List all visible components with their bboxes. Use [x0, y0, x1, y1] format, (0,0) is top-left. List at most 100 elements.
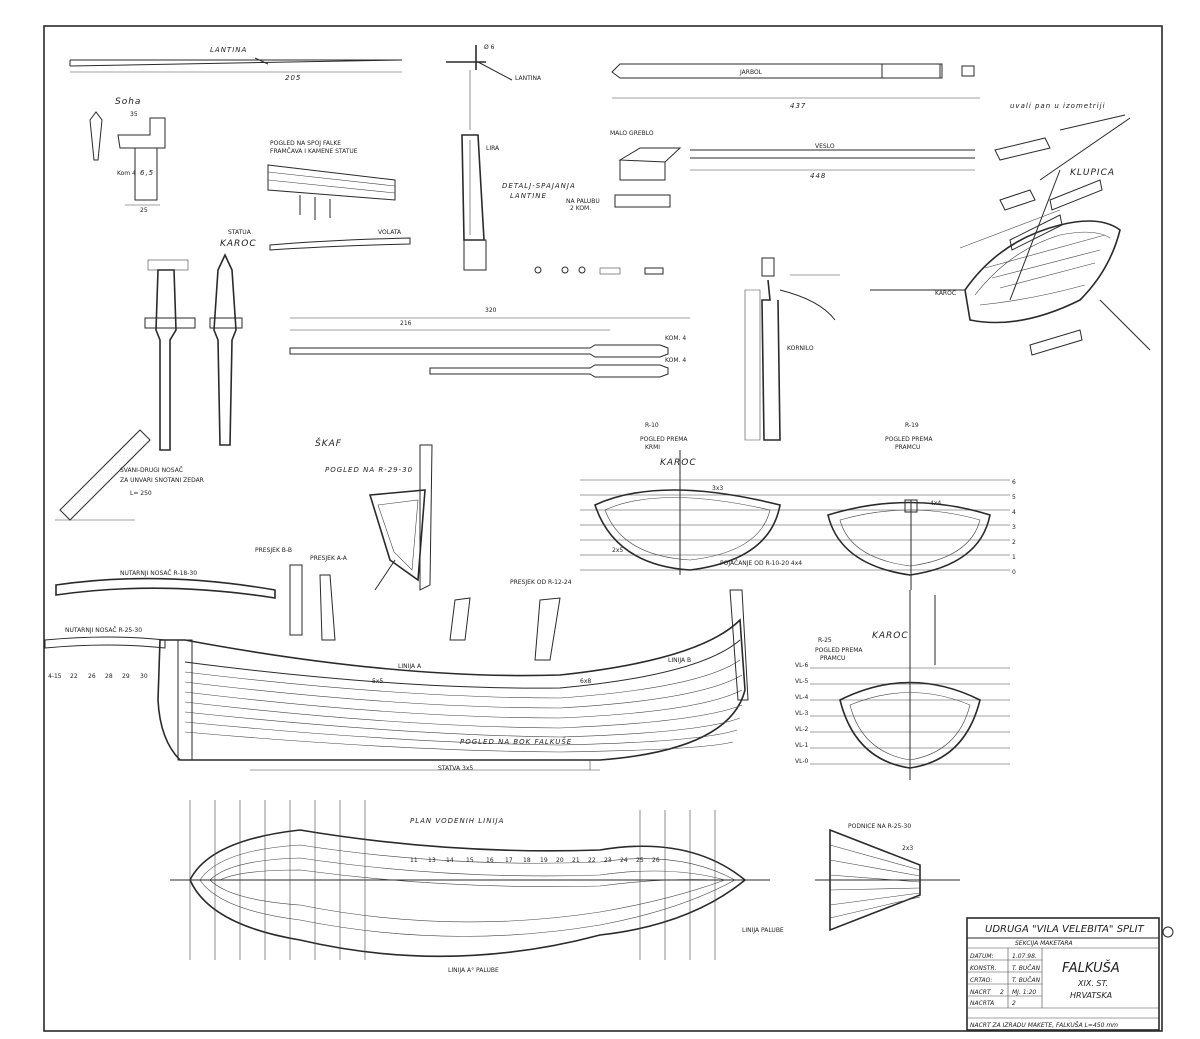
isometric-boat: uvali pan u izometriji KLUPICA KAROC — [870, 102, 1151, 356]
skaf-section: ŠKAF POGLED NA R-29-30 — [315, 437, 433, 591]
station-17: 17 — [505, 857, 513, 864]
vl2: VL-2 — [795, 726, 809, 733]
volata-label: VOLATA — [378, 229, 402, 236]
station-11: 11 — [410, 857, 418, 864]
dim-6x8: 6x8 — [580, 678, 591, 685]
plan-linija-palube-2: LINIJA PALUBE — [742, 927, 784, 934]
soha-detail: Soha 35 6,5 25 Kom 4 — [89, 97, 166, 214]
podnice-label: PODNICE NA R-25-30 — [848, 823, 911, 830]
greblo-label: MALO GREBLO — [610, 130, 654, 137]
iso-caption: uvali pan u izometriji — [1010, 102, 1106, 110]
vl6: VL-6 — [795, 662, 809, 669]
r25-view: POGLED PREMA — [815, 647, 863, 654]
station-18: 18 — [523, 857, 531, 864]
long-oar: 320 216 KOM. 4 KOM. 4 — [289, 307, 690, 378]
statua-label: STATUA — [228, 229, 252, 236]
tb-row3-label: NACRT — [970, 989, 992, 996]
klupica-label: KLUPICA — [1070, 168, 1115, 178]
section-r25: KAROC R-25 POGLED PREMA PRAMCU VL-6 VL-5… — [795, 590, 1010, 780]
station-13: 13 — [428, 857, 436, 864]
side-number-scale: 6 5 4 3 2 1 0 — [1012, 479, 1016, 576]
tb-row0-label: DATUM: — [970, 953, 994, 960]
dim-2x3: 2x3 — [902, 845, 913, 852]
lira-label: LIRA — [486, 145, 500, 152]
pojacanje-label: POJAČANJE OD R-10-20 4x4 — [720, 560, 802, 567]
oar-dim-216: 216 — [400, 320, 412, 327]
sidenum-6: 0 — [1012, 569, 1016, 576]
station-14: 14 — [446, 857, 454, 864]
station-15: 15 — [466, 857, 474, 864]
plan-label: PLAN VODENIH LINIJA — [410, 817, 504, 825]
plan-linija-palube: LINIJA A° PALUBE — [448, 967, 499, 974]
presjek-aa: PRESJEK A-A — [310, 555, 348, 562]
spoj-label: POGLED NA SPOJ FALKE — [270, 140, 341, 147]
spoj-label-2: FRAMČAVA I KAMENE STATUE — [270, 148, 358, 155]
dim-5x5: 5x5 — [372, 678, 383, 685]
tb-row4-value: 2 — [1012, 1000, 1016, 1007]
side-view-falkusa: POGLED NA BOK FALKUŠE LINIJA A LINIJA B … — [157, 589, 749, 772]
tb-row3-value: 2 — [1000, 989, 1004, 996]
presjek-pieces: PRESJEK B-B PRESJEK A-A PRESJEK OD R-12-… — [255, 547, 572, 661]
tb-section: SEKCIJA MAKETARA — [1015, 940, 1073, 947]
oar-kom-b: KOM. 4 — [665, 357, 686, 364]
r19-view: POGLED PREMA — [885, 436, 933, 443]
karoc-label: KAROC — [220, 239, 257, 249]
skaf-label: ŠKAF — [315, 437, 342, 449]
linija-b: LINIJA B — [668, 657, 691, 664]
misc-dimensions: 3x3 2x5 4x4 2x3 6x8 5x5 — [372, 485, 941, 852]
nosac2-label: NUTARNJI NOSAČ R-25-30 — [65, 627, 142, 634]
lantina-bar: LANTINA 205 — [69, 46, 403, 82]
vl1: VL-1 — [795, 742, 809, 749]
r10-krmi: KRMI — [645, 444, 660, 451]
skaf-view: POGLED NA R-29-30 — [325, 466, 413, 474]
r25-pramcu: PRAMCU — [820, 655, 845, 662]
waterline-plan: PLAN VODENIH LINIJA LINIJA A° PALUBE LIN… — [170, 800, 784, 974]
section-r19: R-19 POGLED PREMA PRAMCU — [827, 422, 991, 590]
rownum-0: 4-15 — [48, 673, 62, 680]
rownum-2: 26 — [88, 673, 96, 680]
veslo-bar: VESLO 448 — [690, 143, 975, 180]
statua-detail: STATUA KAROC VOLATA — [220, 229, 411, 251]
kornilo-tiller: KORNILO — [744, 257, 840, 441]
side-view-label: POGLED NA BOK FALKUŠE — [460, 737, 572, 746]
r10-karoc: KAROC — [660, 458, 697, 468]
lira-detail: Ø 6 LANTINA LIRA DETALJ-SPAJANJA LANTINE — [446, 44, 576, 271]
small-fittings — [534, 266, 664, 275]
soha-dim-65: 6,5 — [140, 169, 154, 177]
r10-view: POGLED PREMA — [640, 436, 688, 443]
r19-label: R-19 — [905, 422, 919, 429]
svani-label-2: ZA UNVARI SNOTANI ZEDAR — [120, 477, 204, 484]
sidenum-1: 5 — [1012, 494, 1016, 501]
tb-row3-extra: MJ. 1:20 — [1012, 989, 1036, 996]
sidenum-3: 3 — [1012, 524, 1016, 531]
lantina-small: SVANI-DRUGI NOSAČ ZA UNVARI SNOTANI ZEDA… — [55, 429, 204, 521]
rownum-4: 29 — [122, 673, 130, 680]
nutarnji-nosac: NUTARNJI NOSAČ R-18-30 NUTARNJI NOSAČ R-… — [44, 570, 276, 649]
r25-karoc: KAROC — [872, 631, 909, 641]
title-block: UDRUGA "VILA VELEBITA" SPLIT SEKCIJA MAK… — [966, 917, 1174, 1031]
veslo-dim: 448 — [810, 172, 826, 180]
detalj-label: DETALJ-SPAJANJA — [502, 182, 576, 190]
lantina-dim: 205 — [285, 74, 301, 82]
linija-a: LINIJA A — [398, 663, 422, 670]
station-22: 22 — [588, 857, 596, 864]
tb-row2-value: T. BUČAN — [1012, 977, 1041, 984]
vl5: VL-5 — [795, 678, 809, 685]
tb-row4-label: NACRTA — [970, 1000, 994, 1007]
station-26: 26 — [652, 857, 660, 864]
svani-dim: L= 250 — [130, 490, 152, 497]
vl4: VL-4 — [795, 694, 809, 701]
r19-pramcu: PRAMCU — [895, 444, 920, 451]
dim-2x5: 2x5 — [612, 547, 623, 554]
tb-row1-label: KONSTR. — [970, 965, 997, 972]
podnice-detail: PODNICE NA R-25-30 — [815, 823, 960, 932]
soha-dim-25: 25 — [140, 207, 148, 214]
malo-greblo: MALO GREBLO NA PALUBU 2 KOM. — [566, 130, 682, 212]
rownum-1: 22 — [70, 673, 78, 680]
sidenum-5: 1 — [1012, 554, 1016, 561]
oar-dim-320: 320 — [485, 307, 497, 314]
lira-lantina: LANTINA — [515, 75, 542, 82]
tb-country: HRVATSKA — [1070, 991, 1112, 1000]
